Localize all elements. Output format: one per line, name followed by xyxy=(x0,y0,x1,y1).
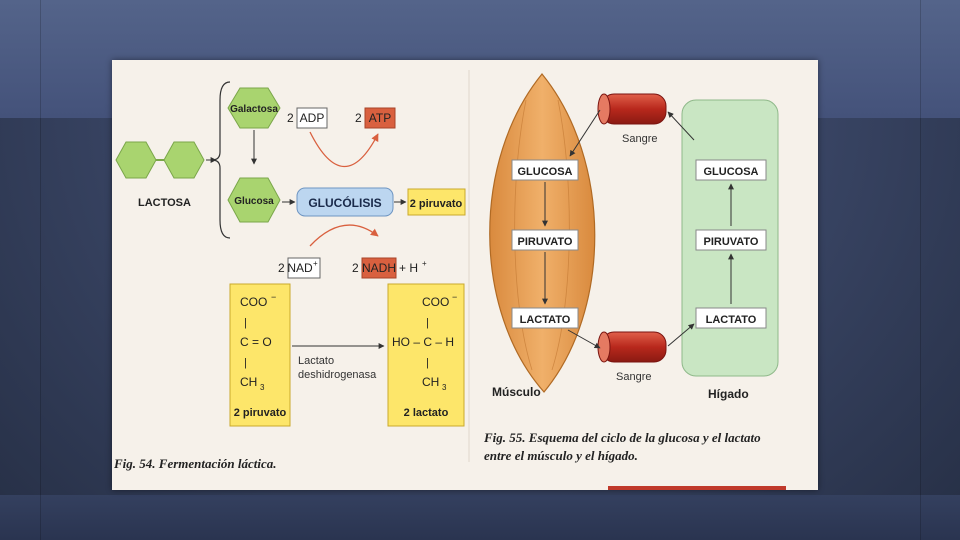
glucolisis-label: GLUCÓLISIS xyxy=(308,195,381,210)
nad-superscript: + xyxy=(313,259,318,268)
glucolisis-box xyxy=(296,187,394,217)
fig54-caption: Fig. 54. Fermentación láctica. xyxy=(113,456,277,471)
piruvato-ch3: CH xyxy=(240,375,257,389)
lactato-ch3-subscript: 3 xyxy=(442,383,447,392)
muscle-lactato-label: LACTATO xyxy=(520,314,571,326)
figure-scan: LACTOSA Galactosa Glucosa 2 ADP 2 ATP GL… xyxy=(112,60,818,490)
musculo-label: Músculo xyxy=(492,385,541,399)
nad-nadh-curve xyxy=(309,224,379,247)
lactato-bond2: | xyxy=(426,357,429,369)
h-plus-label: + H xyxy=(399,261,418,275)
lactose-hexagon-left xyxy=(115,141,157,179)
adp-label: ADP xyxy=(300,111,325,125)
galactosa-hexagon xyxy=(227,87,281,129)
atp-coefficient: 2 xyxy=(355,111,362,125)
slide-frame-line-left xyxy=(40,0,41,540)
muscle-to-blood-arrow xyxy=(567,329,601,349)
nad-coefficient: 2 xyxy=(278,261,285,275)
sangre-top-label: Sangre xyxy=(622,133,657,145)
adp-coefficient: 2 xyxy=(287,111,294,125)
nadh-box xyxy=(361,257,397,279)
bottom-red-strip xyxy=(608,486,786,490)
muscle-glucosa-box xyxy=(511,159,579,181)
fig54-lactose: LACTOSA xyxy=(115,141,205,209)
lactato-ch3: CH xyxy=(422,375,439,389)
lactato-hoch: HO – C – H xyxy=(392,335,454,349)
nadh-label: NADH xyxy=(362,261,396,275)
blood-to-liver-arrow xyxy=(667,323,695,347)
piruvato-coo-charge: − xyxy=(271,292,276,302)
piruvato-structure-box xyxy=(229,283,291,427)
atp-box xyxy=(364,107,396,129)
fig55-caption-line1: Fig. 55. Esquema del ciclo de la glucosa… xyxy=(483,430,761,445)
lactato-coo: COO xyxy=(422,295,449,309)
liver-piruvato-box xyxy=(695,229,767,251)
nad-box xyxy=(287,257,321,279)
vessel-bottom-end xyxy=(597,331,611,363)
piruvato-bond1: | xyxy=(244,317,247,329)
fig55-caption-line2: entre el músculo y el hígado. xyxy=(484,448,638,463)
glucosa-label: Glucosa xyxy=(234,196,274,207)
blood-vessel-bottom xyxy=(597,331,667,363)
galactosa-node: Galactosa xyxy=(227,87,281,129)
lactosa-label: LACTOSA xyxy=(138,197,191,209)
liver-lactato-label: LACTATO xyxy=(706,314,757,326)
liver-glucosa-label: GLUCOSA xyxy=(704,166,759,178)
muscle-lactato-box xyxy=(511,307,579,329)
vessel-bottom-body xyxy=(601,331,667,363)
liver-lactato-box xyxy=(695,307,767,329)
galactosa-label: Galactosa xyxy=(230,104,278,115)
enzyme-line2: deshidrogenasa xyxy=(298,369,377,381)
lactato-structure-label: 2 lactato xyxy=(404,407,449,419)
adp-box xyxy=(296,107,328,129)
split-brace xyxy=(211,81,231,239)
nad-label: NAD xyxy=(287,261,313,275)
sangre-bottom-label: Sangre xyxy=(616,371,651,383)
piruvato-ch3-subscript: 3 xyxy=(260,383,265,392)
h-plus-superscript: + xyxy=(422,259,427,268)
piruvato-bond2: | xyxy=(244,357,247,369)
lactato-bond1: | xyxy=(426,317,429,329)
slide-footer-band xyxy=(0,495,960,540)
muscle-piruvato-box xyxy=(511,229,579,251)
lactose-hexagon-right xyxy=(163,141,205,179)
piruvato-box xyxy=(407,188,466,216)
enzyme-line1: Lactato xyxy=(298,355,334,367)
lactato-structure-box xyxy=(387,283,465,427)
blood-vessel-top xyxy=(597,93,667,125)
muscle-glucosa-label: GLUCOSA xyxy=(518,166,573,178)
blood-to-muscle-arrow xyxy=(569,109,601,157)
atp-label: ATP xyxy=(369,111,391,125)
vessel-top-end xyxy=(597,93,611,125)
liver-glucosa-box xyxy=(695,159,767,181)
adp-atp-curve xyxy=(309,131,379,168)
lactato-coo-charge: − xyxy=(452,292,457,302)
piruvato-coo: COO xyxy=(240,295,267,309)
nadh-coefficient: 2 xyxy=(352,261,359,275)
glucosa-node: Glucosa xyxy=(227,177,281,223)
muscle-piruvato-label: PIRUVATO xyxy=(517,236,572,248)
slide-frame-line-right xyxy=(920,0,921,540)
vessel-top-body xyxy=(601,93,667,125)
liver-to-blood-arrow xyxy=(667,111,695,141)
piruvato-box-label: 2 piruvato xyxy=(410,198,463,210)
liver-piruvato-label: PIRUVATO xyxy=(703,236,758,248)
piruvato-carbonyl: C = O xyxy=(240,335,272,349)
diagram-canvas: LACTOSA Galactosa Glucosa 2 ADP 2 ATP GL… xyxy=(113,70,786,490)
piruvato-structure-label: 2 piruvato xyxy=(234,407,287,419)
higado-label: Hígado xyxy=(708,387,749,401)
glucosa-hexagon xyxy=(227,177,281,223)
